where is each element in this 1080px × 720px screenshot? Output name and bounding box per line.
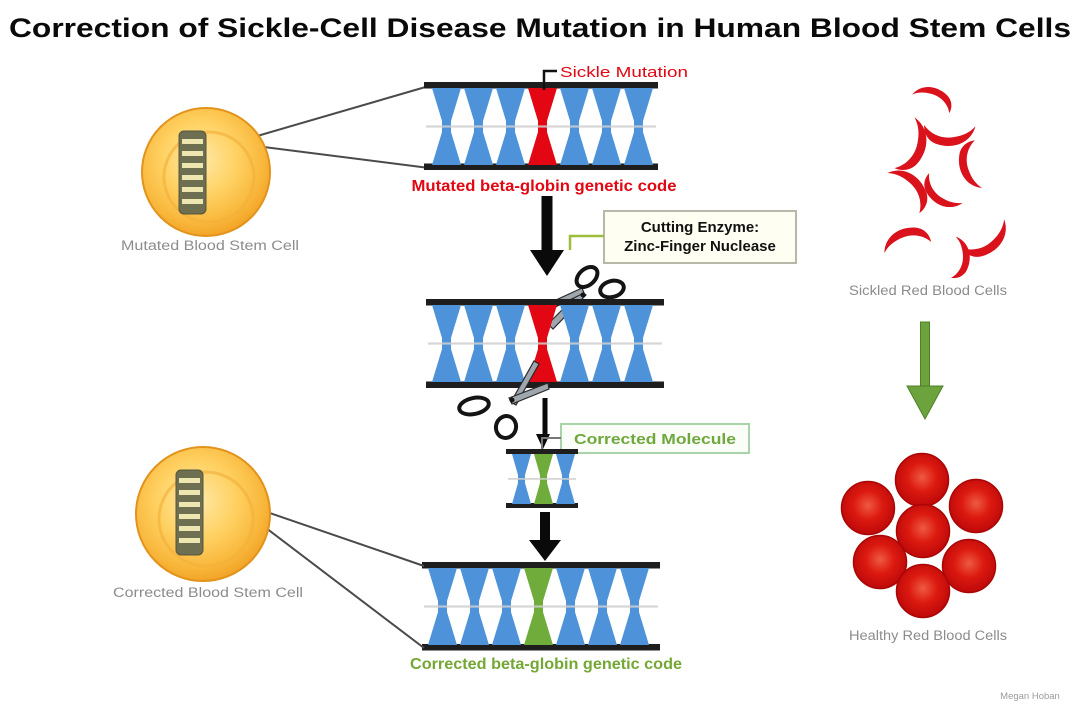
green-down-arrow-icon (906, 321, 944, 421)
red-blood-cell-icon (840, 480, 896, 536)
sickled-cells-label: Sickled Red Blood Cells (849, 283, 1007, 298)
sickle-cell-icon (948, 236, 974, 281)
diagram-title: Correction of Sickle-Cell Disease Mutati… (9, 13, 1071, 43)
corrected-molecule-label: Corrected Molecule (574, 431, 736, 448)
cutting-enzyme-label-line1: Cutting Enzyme: (641, 219, 759, 236)
dna-strand-mutated (424, 82, 658, 170)
sickle-cell-icon (880, 224, 932, 254)
dna-rail (424, 82, 658, 89)
corrected-stem-cell-label: Corrected Blood Stem Cell (113, 585, 303, 600)
dna-strand-corrected (422, 562, 660, 651)
mutated-stem-cell: Mutated Blood Stem Cell (121, 85, 430, 253)
down-arrow-icon (530, 196, 564, 276)
molecule-connector-line (541, 437, 561, 452)
dna-fragment-corrected (506, 449, 578, 508)
sickled-cells (880, 78, 1016, 281)
dna-rail (506, 503, 578, 508)
enzyme-connector-line (568, 234, 604, 250)
corrected-stem-cell: Corrected Blood Stem Cell (113, 446, 425, 649)
base-pair-line (508, 478, 576, 480)
down-arrow-icon (529, 512, 561, 561)
red-blood-cell-icon (852, 534, 908, 590)
healthy-cells-label: Healthy Red Blood Cells (849, 628, 1007, 643)
sickle-mutation-pointer (542, 69, 557, 90)
mutated-code-label: Mutated beta-globin genetic code (412, 178, 677, 195)
dna-strand-cut (426, 299, 664, 388)
red-blood-cell-icon (948, 478, 1004, 534)
cutting-enzyme-box: Cutting Enzyme: Zinc-Finger Nuclease (603, 210, 797, 264)
base-pair-line (426, 125, 656, 128)
dna-rail (426, 299, 664, 306)
cell-membrane-ring (162, 130, 256, 224)
sickle-cell-icon (891, 117, 936, 177)
healthy-cells (840, 452, 1004, 619)
dna-rail (422, 562, 660, 569)
red-blood-cell-icon (941, 538, 997, 594)
sickle-mutation-label: Sickle Mutation (560, 65, 688, 81)
sickle-cell-icon (911, 78, 958, 116)
dna-rail (424, 163, 658, 170)
red-blood-cell-icon (895, 503, 951, 559)
corrected-molecule-box: Corrected Molecule (560, 423, 750, 454)
dna-coil-icon (178, 130, 207, 215)
cell-membrane-ring (157, 470, 255, 568)
dna-rail (506, 449, 578, 454)
credit-text: Megan Hoban (1000, 691, 1060, 702)
dna-rail (422, 644, 660, 651)
base-pair-line (428, 342, 662, 345)
red-blood-cell-icon (894, 452, 950, 508)
dna-coil-icon (175, 469, 204, 556)
scissors-icon-bottom (457, 360, 550, 440)
sickle-cell-icon (957, 140, 983, 190)
corrected-code-label: Corrected beta-globin genetic code (410, 656, 682, 673)
base-pair-line (424, 605, 658, 608)
red-blood-cell-icon (895, 563, 951, 619)
cutting-enzyme-label-line2: Zinc-Finger Nuclease (624, 238, 776, 255)
mutated-stem-cell-label: Mutated Blood Stem Cell (121, 238, 299, 253)
